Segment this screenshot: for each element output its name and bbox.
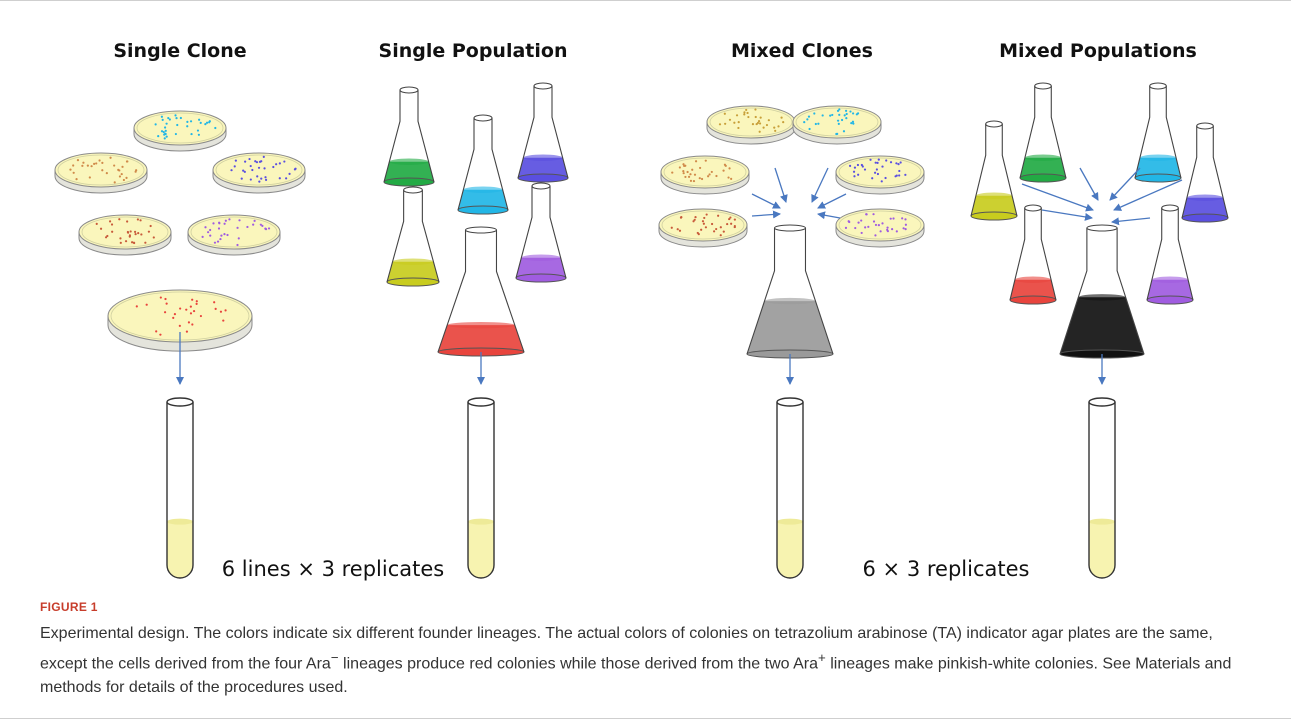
mix-plate-3 <box>660 155 750 195</box>
plate-orange <box>54 152 148 194</box>
mp-arrow-3 <box>1109 167 1141 201</box>
caption-part-1: Experimental design. The colors indicate… <box>40 625 1213 673</box>
mp-flask-red <box>1009 204 1057 305</box>
mix-arrow-5 <box>751 210 781 219</box>
figure-label: FIGURE 1 <box>40 600 98 614</box>
mix-plate-4 <box>835 155 925 195</box>
flask-mixed-populations <box>1059 224 1145 359</box>
mp-flask-purple <box>1146 204 1194 305</box>
mix-plate-2 <box>792 105 882 145</box>
mix-plate-6 <box>835 208 925 248</box>
caption-sup-1: − <box>330 650 339 665</box>
panel-title-mixed-populations: Mixed Populations <box>999 40 1197 62</box>
caption-part-3: lineages make pinkish-white colonies. Se… <box>40 655 1232 697</box>
panel-title-single-clone: Single Clone <box>113 40 246 62</box>
caption-area: FIGURE 1 Experimental design. The colors… <box>40 600 1260 700</box>
mp-arrow-6 <box>1111 217 1151 226</box>
tube-mixed-clones <box>776 397 804 579</box>
flask-cyan <box>457 114 509 215</box>
tube-mixed-populations <box>1088 397 1116 579</box>
flask-mixed-clones <box>746 224 834 359</box>
mp-arrow-2 <box>1079 167 1099 201</box>
mp-flask-green <box>1019 82 1067 183</box>
mix-arrow-3 <box>751 193 781 209</box>
mix-arrow-4 <box>817 193 847 209</box>
mp-arrow-5 <box>1041 209 1093 221</box>
top-rule <box>0 0 1291 1</box>
plate-purple <box>187 214 281 256</box>
bottom-rule <box>0 718 1291 719</box>
flask-red-large <box>437 226 525 357</box>
figure-caption: Experimental design. The colors indicate… <box>40 622 1260 700</box>
mix-arrow-1 <box>774 167 788 203</box>
tube-single-population <box>467 397 495 579</box>
tube-single-clone <box>166 397 194 579</box>
replicates-label-mixed: 6 × 3 replicates <box>863 557 1030 581</box>
mix-plate-1 <box>706 105 796 145</box>
mp-flask-yellow <box>970 120 1018 221</box>
panel-title-mixed-clones: Mixed Clones <box>731 40 873 62</box>
mp-arrow-1 <box>1021 183 1094 212</box>
mp-flask-blue <box>1181 122 1229 223</box>
replicates-label-single: 6 lines × 3 replicates <box>222 557 444 581</box>
caption-sup-2: + <box>818 650 826 665</box>
mix-arrow-2 <box>811 167 829 203</box>
mix-plate-5 <box>658 208 748 248</box>
plate-red-small <box>78 214 172 256</box>
mp-flask-cyan <box>1134 82 1182 183</box>
flask-blue <box>517 82 569 183</box>
flask-green <box>383 86 435 187</box>
plate-cyan <box>133 110 227 152</box>
flask-yellow <box>386 186 440 287</box>
plate-blue <box>212 152 306 194</box>
mix-arrow-6 <box>817 211 841 220</box>
panel-title-single-population: Single Population <box>379 40 568 62</box>
experimental-design-diagram: Single Clone Single Population Mixed Clo… <box>54 40 1229 581</box>
caption-part-2: lineages produce red colonies while thos… <box>338 655 818 673</box>
flask-purple <box>515 182 567 283</box>
mp-arrow-4 <box>1113 179 1183 211</box>
